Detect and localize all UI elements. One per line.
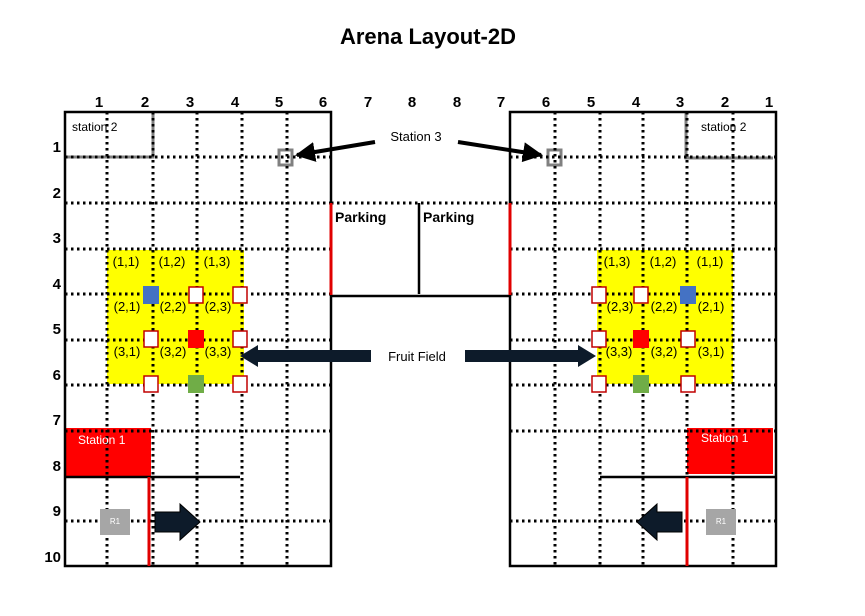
axis-top-left-4: 5 [275,94,283,111]
field-label-right-r1c2: (1,2) [650,254,677,269]
marker-right-r3c2 [633,375,649,393]
field-cell-labels: (1,1) (1,2) (1,3) (2,1) (2,2) (2,3) (3,1) (3,2)… [113,254,725,359]
marker-left-r1c3 [232,286,248,304]
station3-label: Station 3 [390,129,441,144]
field-label-right-r3c2: (3,2) [651,344,678,359]
robot-direction-arrow-left [154,502,201,542]
field-label-left-r3c3: (3,3) [205,344,232,359]
marker-left-r3c1 [143,375,159,393]
axis-side-2: 3 [53,230,61,247]
robot-right [706,509,736,535]
marker-left-r3c3 [232,375,248,393]
marker-right-r2c2 [633,330,649,348]
field-label-right-r3c3: (3,1) [698,344,725,359]
parking-label-right: Parking [423,209,474,225]
axis-top-right-2: 4 [632,94,641,111]
robot-label-right: R1 [716,517,727,526]
field-label-right-r3c1: (3,3) [606,344,633,359]
axis-top-right-0: 6 [542,94,550,111]
axis-side-3: 4 [53,276,62,293]
marker-left-r3c2 [188,375,204,393]
field-label-left-r3c2: (3,2) [160,344,187,359]
station1-label-right: Station 1 [701,431,749,445]
station3-arrow-left [295,140,376,162]
axis-side-5: 6 [53,367,61,384]
station2-outline-right [684,112,773,160]
field-label-left-r1c2: (1,2) [159,254,186,269]
wall-left [63,110,333,568]
marker-right-r1c1 [591,286,607,304]
axis-top-right-3: 3 [676,94,684,111]
station2-label-left: station 2 [72,120,118,134]
marker-right-r1c3 [680,286,696,304]
fruit-markers [143,286,696,393]
axis-top-left-3: 4 [231,94,240,111]
axis-side-7: 8 [53,458,61,475]
axis-side-1: 2 [53,185,61,202]
axis-top-middle-1: 8 [408,94,416,111]
marker-right-r3c1 [591,375,607,393]
axis-top-middle-3: 7 [497,94,505,111]
axis-top-right-1: 5 [587,94,595,111]
marker-right-r1c2 [633,286,649,304]
fruit-field-arrow-right [465,345,596,367]
field-label-left-r2c3: (2,3) [205,299,232,314]
axis-labels: 1 2 3 4 5 6 7 8 8 7 6 5 4 3 2 1 1 2 3 4 5 6 7 8 9 10 [44,94,773,566]
robot-left [100,509,130,535]
wall-right [508,110,778,568]
station2-outline-left [65,112,155,159]
marker-left-r1c2 [188,286,204,304]
fruit-field-label: Fruit Field [388,349,446,364]
field-label-left-r2c2: (2,2) [160,299,187,314]
field-label-left-r3c1: (3,1) [114,344,141,359]
axis-side-4: 5 [53,321,61,338]
axis-top-left-0: 1 [95,94,103,111]
marker-right-r2c1 [591,330,607,348]
fruit-field-left [107,250,244,384]
axis-top-left-1: 2 [141,94,149,111]
field-label-right-r1c3: (1,1) [697,254,724,269]
axis-top-right-4: 2 [721,94,729,111]
station2-label-right: station 2 [701,120,747,134]
station3-square-left [277,148,294,167]
axis-top-left-5: 6 [319,94,327,111]
marker-right-r2c3 [680,330,696,348]
marker-right-r3c3 [680,375,696,393]
station3-arrow-right [457,140,543,163]
field-label-left-r1c1: (1,1) [113,254,140,269]
marker-left-r2c2 [188,330,204,348]
axis-top-left-2: 3 [186,94,194,111]
arena-walls [63,110,778,568]
field-label-right-r2c3: (2,1) [698,299,725,314]
station1-right [687,428,773,474]
field-label-left-r1c3: (1,3) [204,254,231,269]
diagram-title: Arena Layout-2D [340,24,516,49]
axis-top-middle-2: 8 [453,94,461,111]
fruit-fields [107,250,733,384]
axis-top-middle-0: 7 [364,94,372,111]
station1-label-left: Station 1 [78,433,126,447]
axis-top-right-5: 1 [765,94,773,111]
parking-label-left: Parking [335,209,386,225]
robot-direction-arrow-right [636,502,683,542]
field-label-right-r1c1: (1,3) [604,254,631,269]
fruit-field-arrow-left [240,345,371,367]
field-label-right-r2c2: (2,2) [651,299,678,314]
axis-side-9: 10 [44,549,61,566]
fruit-field-right [597,250,733,384]
marker-left-r2c1 [143,330,159,348]
marker-left-r2c3 [232,330,248,348]
robot-label-left: R1 [110,517,121,526]
field-label-right-r2c1: (2,3) [607,299,634,314]
axis-side-6: 7 [53,412,61,429]
axis-side-8: 9 [53,503,61,520]
axis-side-0: 1 [53,139,61,156]
marker-left-r1c1 [143,286,159,304]
field-label-left-r2c1: (2,1) [114,299,141,314]
